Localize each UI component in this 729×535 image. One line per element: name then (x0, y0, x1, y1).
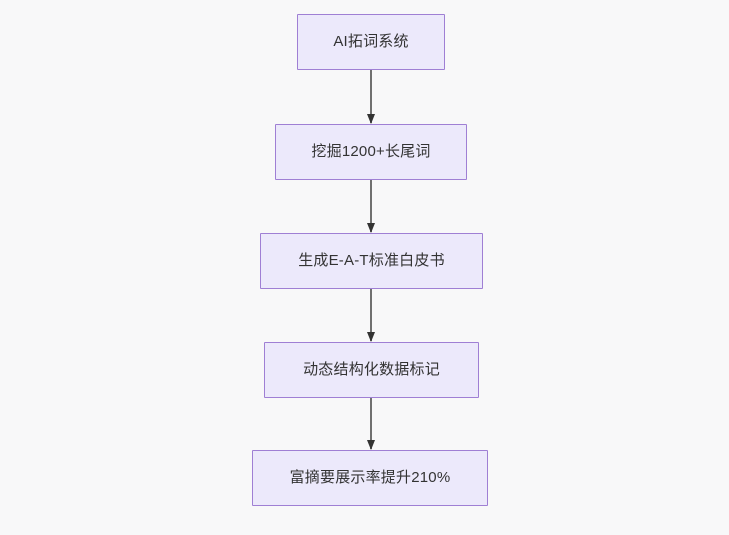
flowchart-node-label: 挖掘1200+长尾词 (311, 143, 431, 160)
flowchart-node-n3[interactable]: 生成E-A-T标准白皮书 (260, 233, 483, 289)
flowchart-node-label: 生成E-A-T标准白皮书 (298, 252, 445, 269)
flowchart-node-n1[interactable]: AI拓词系统 (297, 14, 445, 70)
flowchart-node-label: AI拓词系统 (333, 33, 409, 50)
flowchart-node-label: 富摘要展示率提升210% (289, 469, 451, 486)
flowchart-node-label: 动态结构化数据标记 (303, 361, 440, 378)
flowchart-node-n4[interactable]: 动态结构化数据标记 (264, 342, 479, 398)
flowchart-node-n2[interactable]: 挖掘1200+长尾词 (275, 124, 467, 180)
flowchart-node-n5[interactable]: 富摘要展示率提升210% (252, 450, 488, 506)
